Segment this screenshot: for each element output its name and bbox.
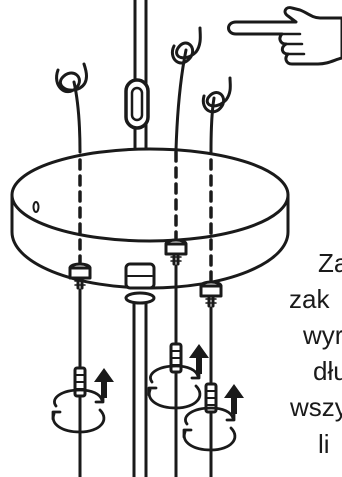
rotate-icon-left (51, 388, 106, 434)
gripper-nut-middle (164, 238, 188, 266)
ferrule-right (204, 382, 218, 414)
instruction-line-3: wyr (303, 320, 342, 350)
instruction-line-4: dłu (313, 356, 342, 386)
instruction-line-6: li (318, 429, 330, 459)
rotate-icon-middle (147, 364, 202, 410)
pointing-hand-icon (227, 6, 342, 66)
cable-gripper-nuts (68, 238, 223, 308)
rotate-arrows-icon (51, 364, 237, 452)
gripper-nut-right (199, 280, 223, 308)
gripper-nut-left (68, 262, 92, 290)
instruction-line-1: Za (318, 248, 342, 278)
ferrule-middle (169, 342, 183, 374)
rod-oval-hook (124, 78, 150, 130)
central-rod-lower (124, 262, 156, 477)
arrow-up-icon (94, 344, 244, 414)
instruction-line-2: zak (289, 284, 330, 314)
rotate-icon-right (182, 406, 237, 452)
dashed-guide-lines (78, 150, 213, 282)
cable-knot-loops (55, 26, 232, 114)
ferrule-left (73, 366, 87, 398)
instruction-line-5: wszy (290, 392, 342, 422)
